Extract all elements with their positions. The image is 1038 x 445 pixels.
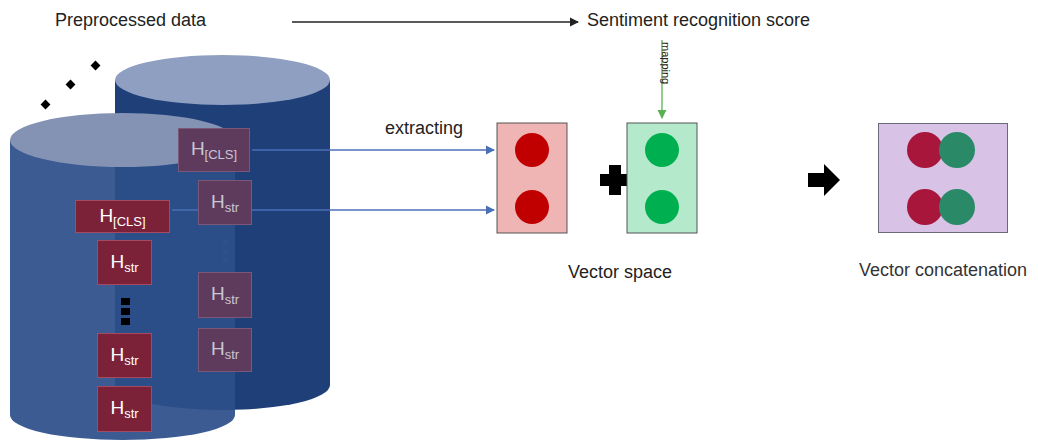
- step-label: extracting: [385, 118, 463, 139]
- input-label: Preprocessed data: [55, 10, 206, 31]
- vector-title: Vector concatenation: [859, 260, 1027, 281]
- mapping-label: mapping: [660, 42, 672, 84]
- hidden-state-box: Hstr: [97, 386, 152, 432]
- ellipsis-dots: [41, 61, 101, 110]
- state-label: Hstr: [211, 338, 239, 362]
- vertical-dots: [121, 298, 130, 325]
- flow-arrow: [292, 21, 578, 22]
- block-arrow: [808, 164, 840, 196]
- hidden-state-box: H[CLS]: [75, 200, 170, 233]
- feature-vector: [497, 123, 567, 233]
- score-vector: [627, 123, 697, 233]
- hidden-state-box: Hstr: [198, 328, 252, 372]
- hidden-state-box: Hstr: [198, 180, 252, 225]
- vector-label: Vector space: [568, 262, 672, 283]
- hidden-state-box: Hstr: [97, 333, 152, 378]
- hidden-state-box: H[CLS]: [178, 128, 250, 172]
- state-label: Hstr: [110, 397, 138, 421]
- state-label: Hstr: [211, 191, 239, 215]
- hidden-state-box: Hstr: [198, 272, 252, 318]
- state-label: H[CLS]: [99, 205, 145, 229]
- concat-vector: Vector concatenation: [878, 123, 1008, 233]
- state-label: Hstr: [110, 344, 138, 368]
- hidden-state-box: Hstr: [97, 240, 152, 285]
- state-label: Hstr: [211, 283, 239, 307]
- output-label: Sentiment recognition score: [587, 10, 810, 31]
- plus-sign: [600, 165, 630, 195]
- extract-arrow: [252, 149, 494, 150]
- state-label: H[CLS]: [191, 138, 237, 162]
- state-label: Hstr: [110, 251, 138, 275]
